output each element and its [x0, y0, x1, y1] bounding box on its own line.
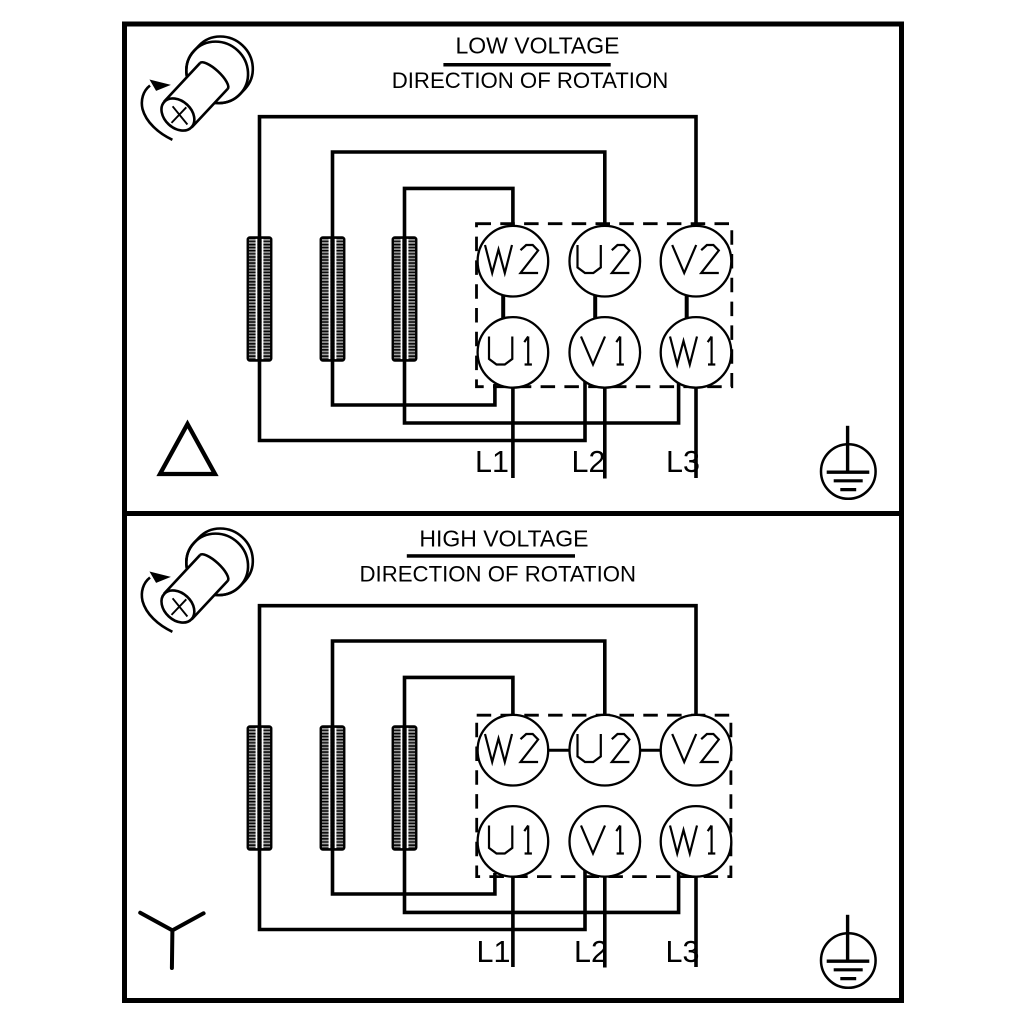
svg-text:L2: L2 [572, 445, 606, 479]
svg-text:L3: L3 [666, 445, 700, 479]
svg-text:DIRECTION OF ROTATION: DIRECTION OF ROTATION [360, 561, 637, 586]
svg-text:LOW VOLTAGE: LOW VOLTAGE [455, 32, 619, 58]
svg-text:L1: L1 [475, 445, 509, 479]
svg-text:L3: L3 [666, 935, 700, 969]
svg-text:DIRECTION OF ROTATION: DIRECTION OF ROTATION [392, 68, 669, 93]
svg-text:L2: L2 [574, 935, 608, 969]
svg-text:L1: L1 [477, 935, 511, 969]
svg-text:HIGH VOLTAGE: HIGH VOLTAGE [419, 526, 588, 552]
